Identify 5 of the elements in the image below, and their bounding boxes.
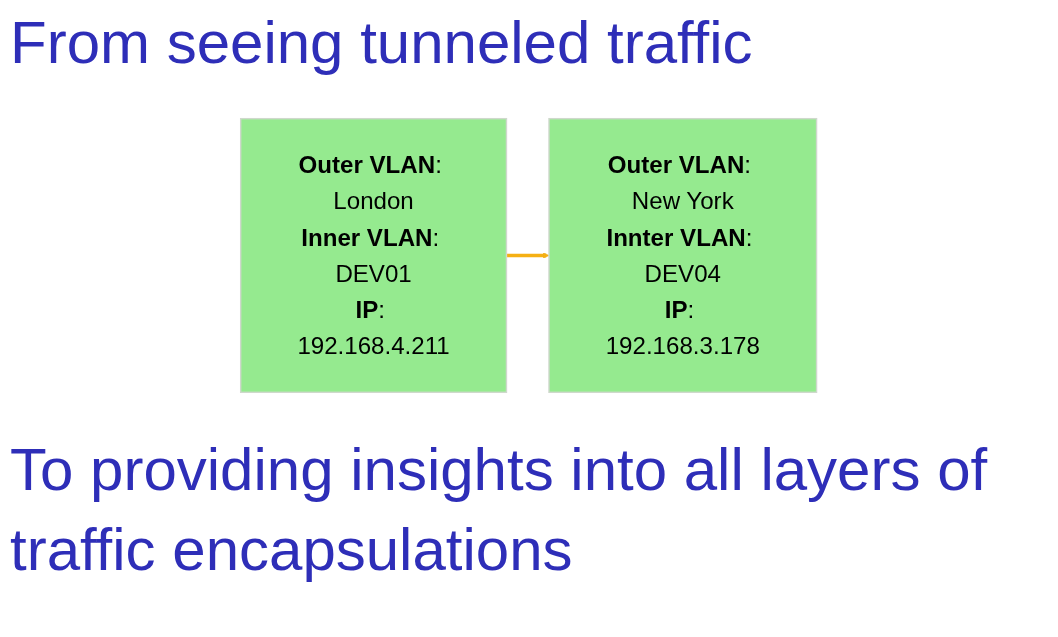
caption: To providing insights into all layers of traffic encapsulations	[10, 435, 989, 585]
node-box: Outer VLAN: New York Innter VLAN: DEV04 IP: 192.168.3.178	[548, 117, 818, 393]
title: From seeing tunneled traffic	[10, 8, 753, 77]
node-box: Outer VLAN: London Inner VLAN: DEV01 IP: 192.168.4.211	[240, 117, 508, 393]
arrow	[506, 251, 550, 259]
